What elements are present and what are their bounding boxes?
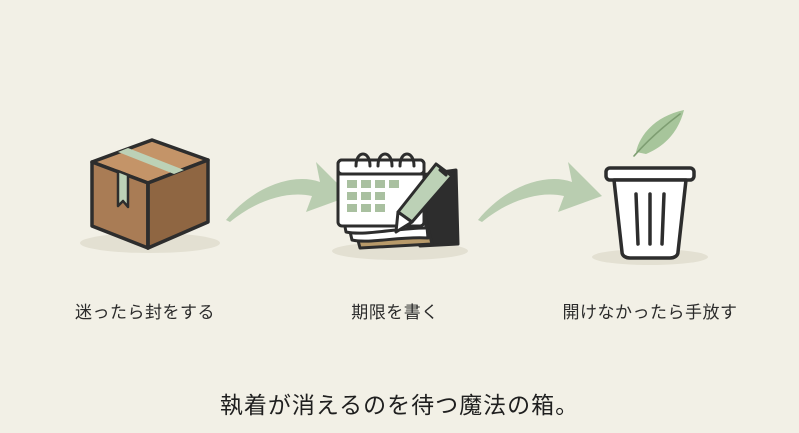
arrow-right-icon xyxy=(478,162,602,222)
sealed-box-icon xyxy=(90,138,210,250)
tagline: 執着が消えるのを待つ魔法の箱。 xyxy=(219,393,580,419)
calendar-grid xyxy=(347,180,399,212)
arrow-right-icon xyxy=(226,162,350,222)
step-label-deadline: 期限を書く xyxy=(351,303,439,323)
step-label-let-go: 開けなかったら手放す xyxy=(562,303,738,323)
step-label-seal: 迷ったら封をする xyxy=(75,303,215,323)
pen-icon xyxy=(394,162,454,234)
feather-icon xyxy=(633,110,684,157)
trash-bin-icon xyxy=(604,166,696,260)
